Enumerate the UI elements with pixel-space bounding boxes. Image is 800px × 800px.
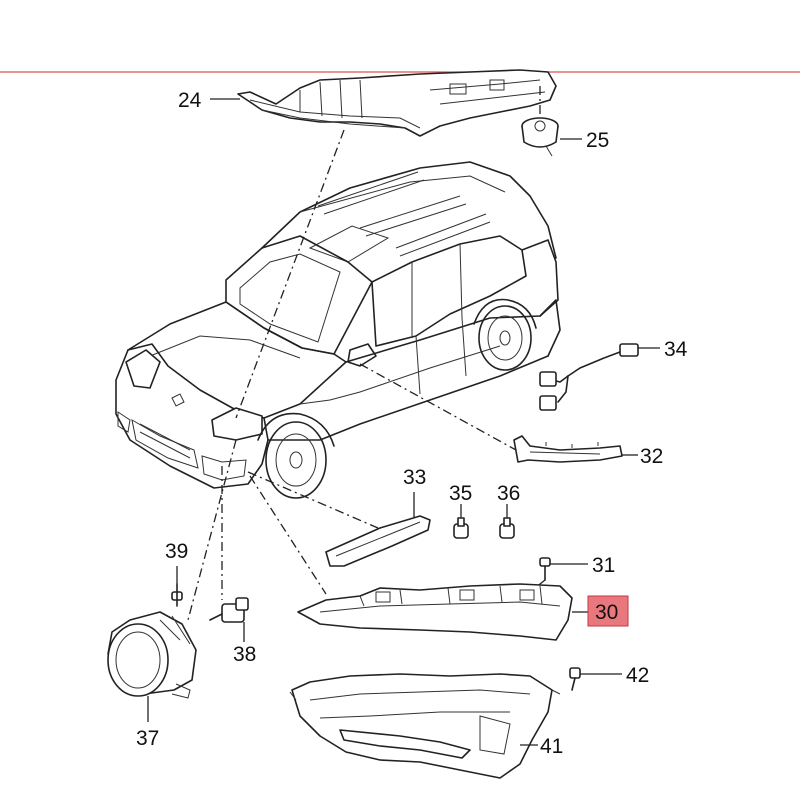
callout-24: 24	[178, 89, 202, 112]
callout-39: 39	[165, 540, 188, 563]
part-35-bulb[interactable]	[453, 504, 469, 539]
part-30-light-trim[interactable]	[297, 583, 588, 641]
callout-34: 34	[664, 338, 688, 361]
callout-31: 31	[592, 554, 615, 577]
part-34-wiring-harness[interactable]	[539, 343, 660, 411]
callout-33: 33	[403, 466, 426, 489]
callout-32: 32	[640, 445, 663, 468]
part-36-bulb[interactable]	[499, 504, 515, 539]
highlight-box-30	[587, 595, 629, 627]
part-32-light-strip[interactable]	[513, 435, 638, 463]
part-33-side-marker[interactable]	[325, 492, 431, 567]
part-39-screw[interactable]	[171, 566, 183, 607]
callout-38: 38	[233, 643, 256, 666]
part-24-bumper-carrier[interactable]	[210, 69, 557, 137]
callout-41: 41	[540, 735, 563, 758]
part-41-grille-frame[interactable]	[289, 673, 561, 779]
part-leader-lines	[187, 129, 517, 621]
callout-37: 37	[136, 727, 159, 750]
vehicle-illustration	[115, 161, 561, 499]
callout-35: 35	[449, 482, 472, 505]
part-37-fog-light[interactable]	[107, 611, 197, 722]
part-31-screw[interactable]	[529, 557, 588, 593]
callout-42: 42	[626, 664, 649, 687]
callout-30: 30	[595, 601, 618, 624]
part-38-fog-bulb[interactable]	[209, 597, 249, 642]
callout-25: 25	[586, 129, 609, 152]
part-42-screw[interactable]	[569, 667, 622, 691]
part-25-clip[interactable]	[521, 86, 582, 157]
callout-36: 36	[497, 482, 520, 505]
